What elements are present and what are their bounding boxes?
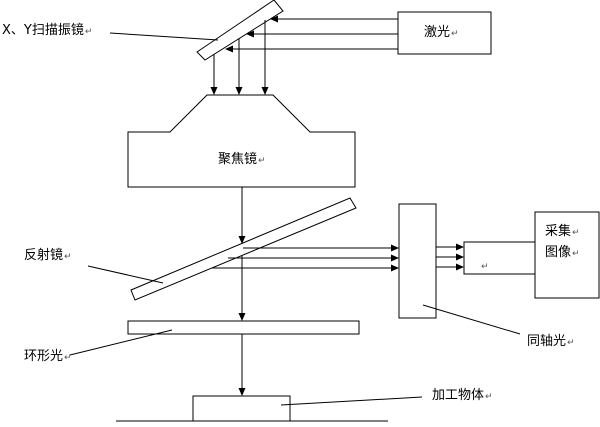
label-reflector-text: 反射镜 — [24, 248, 64, 263]
paragraph-mark: ↵ — [572, 228, 580, 238]
paragraph-mark: ↵ — [481, 262, 489, 272]
label-reflector: 反射镜↵ — [24, 249, 72, 262]
leader-ring-light — [69, 329, 173, 356]
label-laser: 激光↵ — [424, 26, 459, 39]
label-image-capture-1: 采集↵ — [545, 225, 580, 238]
label-workpiece-text: 加工物体 — [432, 388, 485, 403]
leader-scan-mirror — [109, 32, 219, 41]
label-scan-mirror-text: X、Y扫描振镜 — [2, 23, 84, 38]
paragraph-mark: ↵ — [567, 338, 575, 348]
label-coaxial-light-text: 同轴光 — [527, 334, 567, 349]
laser-box — [397, 11, 492, 55]
ring-light — [127, 320, 360, 335]
paragraph-mark: ↵ — [451, 29, 459, 39]
label-workpiece: 加工物体↵ — [432, 389, 493, 402]
focus-lens — [127, 94, 356, 188]
label-focus-lens: 聚焦镜↵ — [218, 153, 266, 166]
paragraph-mark: ↵ — [485, 392, 493, 402]
workpiece-box — [192, 395, 291, 422]
coaxial-light-box — [398, 203, 437, 319]
label-focus-lens-text: 聚焦镜 — [218, 152, 258, 167]
paragraph-mark: ↵ — [258, 156, 266, 166]
label-ring-light-text: 环形光 — [24, 349, 64, 364]
label-camera-mark: ↵ — [480, 259, 489, 272]
label-image-capture-2: 图像↵ — [545, 246, 580, 259]
paragraph-mark: ↵ — [64, 252, 72, 262]
paragraph-mark: ↵ — [64, 353, 72, 363]
label-coaxial-light: 同轴光↵ — [527, 335, 575, 348]
image-capture-box — [534, 211, 600, 299]
label-image-capture-text-2: 图像 — [545, 245, 572, 260]
label-ring-light: 环形光↵ — [24, 350, 72, 363]
scan-mirror — [196, 0, 284, 61]
reflector-mirror — [130, 197, 357, 301]
leader-workpiece — [280, 396, 423, 406]
paragraph-mark: ↵ — [572, 249, 580, 259]
camera-lens-box — [463, 241, 536, 275]
leader-reflector — [87, 265, 164, 284]
leader-coaxial-light — [422, 304, 521, 335]
label-scan-mirror: X、Y扫描振镜↵ — [2, 24, 92, 37]
paragraph-mark: ↵ — [84, 27, 93, 37]
label-image-capture-text-1: 采集 — [545, 224, 572, 239]
label-laser-text: 激光 — [424, 25, 451, 40]
